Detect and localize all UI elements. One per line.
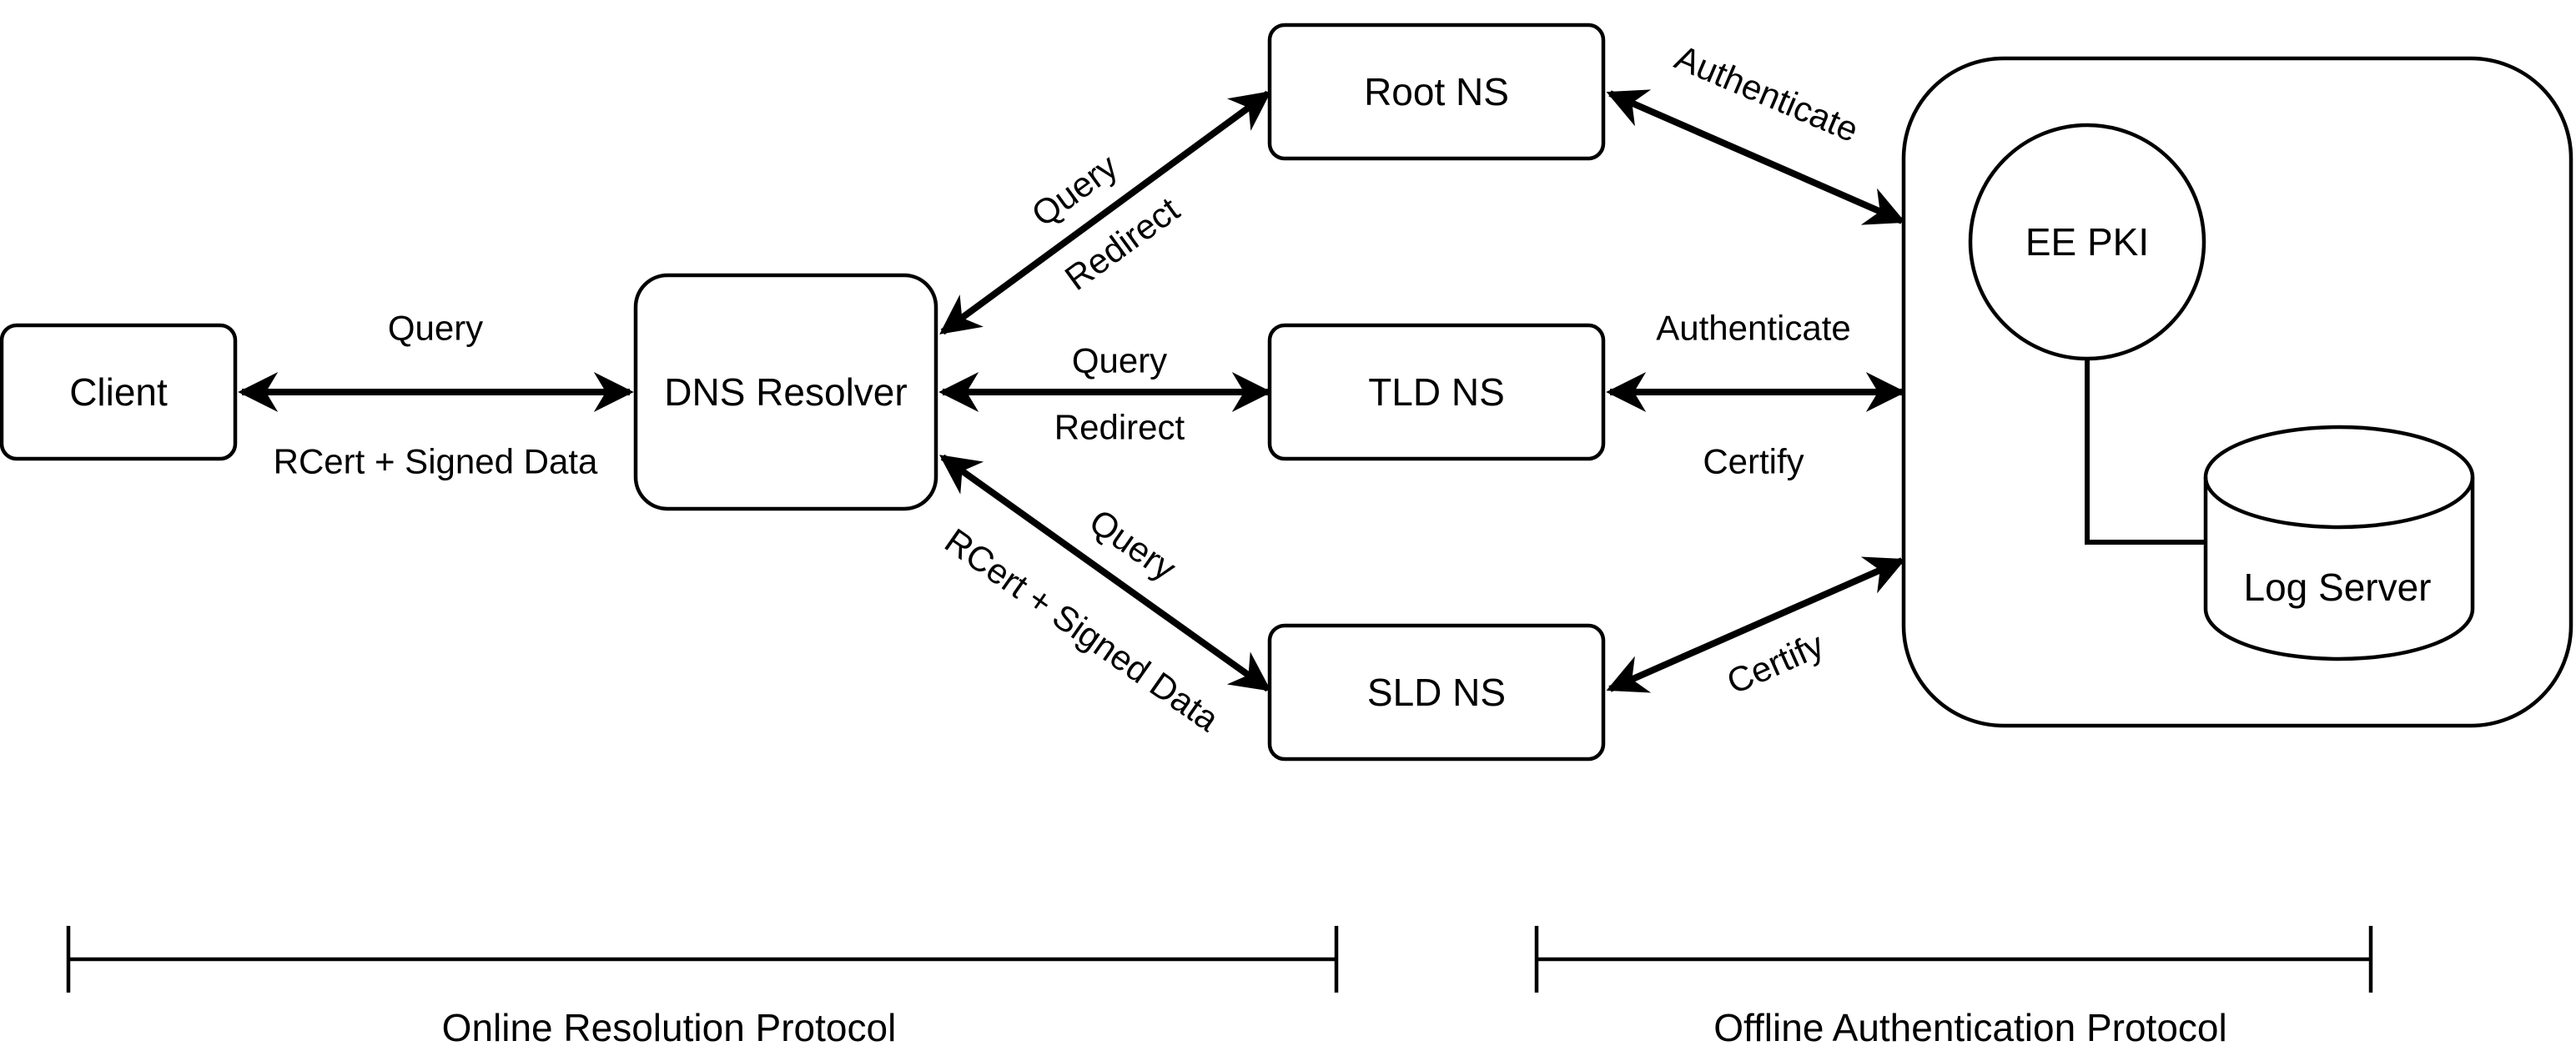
client-node: Client xyxy=(0,323,238,461)
edge-resolver-root xyxy=(939,90,1271,335)
dns-resolver-node: DNS Resolver xyxy=(633,273,938,511)
log-server-label: Log Server xyxy=(2243,566,2431,609)
tld-auth-bottom-label: Certify xyxy=(1703,442,1804,481)
online-phase-label: Online Resolution Protocol xyxy=(442,1006,897,1049)
edge-root-auth xyxy=(1606,89,1906,225)
tld-auth-top-label: Authenticate xyxy=(1656,309,1851,348)
sld-ns-node: SLD NS xyxy=(1267,623,1606,762)
authentication-container: EE PKI Log Server xyxy=(1901,56,2573,728)
ee-pki-label: EE PKI xyxy=(2025,220,2149,264)
tld-ns-node: TLD NS xyxy=(1267,323,1606,461)
dns-resolver-label: DNS Resolver xyxy=(664,370,907,414)
edge-sld-auth xyxy=(1606,556,1906,693)
offline-phase-label: Offline Authentication Protocol xyxy=(1713,1006,2226,1049)
pki-log-connector xyxy=(2085,357,2206,545)
log-server-node: Log Server xyxy=(2203,425,2475,661)
tld-ns-label: TLD NS xyxy=(1368,370,1505,414)
client-resolver-bottom-label: RCert + Signed Data xyxy=(274,442,598,481)
root-ns-label: Root NS xyxy=(1364,70,1509,113)
client-label: Client xyxy=(69,370,168,414)
offline-phase-bracket: Offline Authentication Protocol xyxy=(1534,926,2373,1049)
resolver-root-top-label: Query xyxy=(1024,146,1124,234)
ee-pki-node: EE PKI xyxy=(1968,123,2206,361)
edge-resolver-sld xyxy=(939,454,1271,692)
resolver-sld-top-label: Query xyxy=(1083,501,1184,588)
sld-ns-label: SLD NS xyxy=(1367,671,1506,714)
root-ns-node: Root NS xyxy=(1267,23,1606,161)
resolver-tld-bottom-label: Redirect xyxy=(1054,408,1185,447)
resolver-tld-top-label: Query xyxy=(1072,341,1167,380)
online-phase-bracket: Online Resolution Protocol xyxy=(66,926,1339,1049)
client-resolver-top-label: Query xyxy=(388,309,483,348)
